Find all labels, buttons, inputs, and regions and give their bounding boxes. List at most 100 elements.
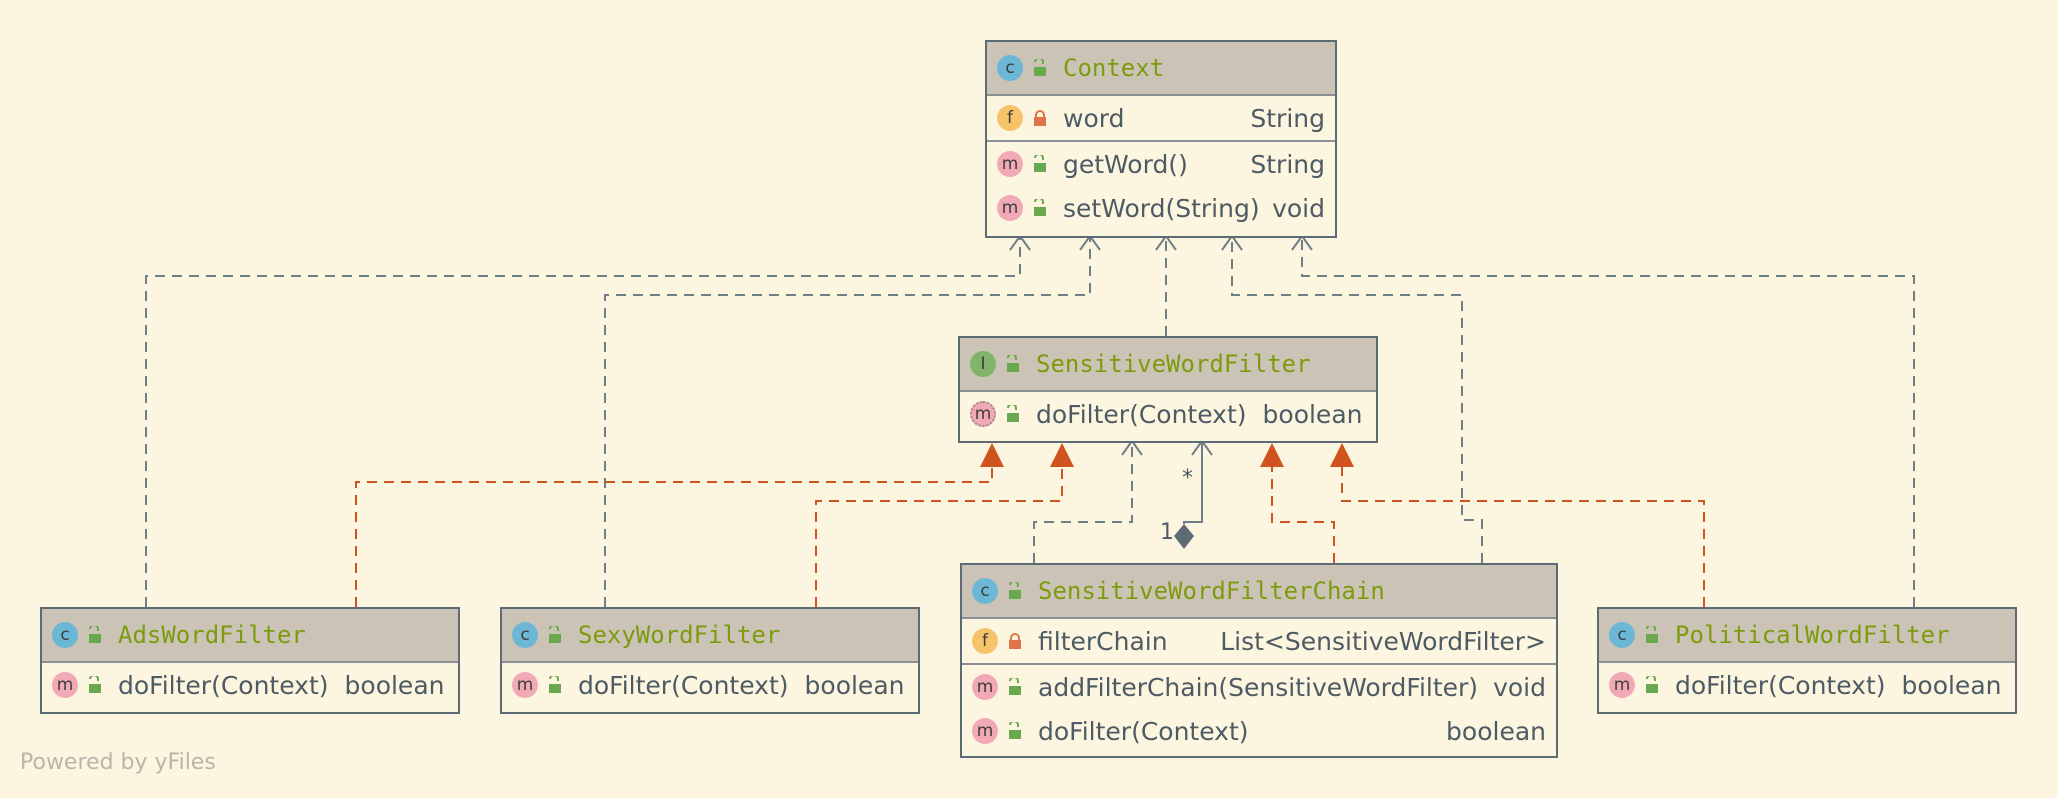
method-return-type: void [1272,193,1325,223]
class-name: SensitiveWordFilter [1036,350,1311,378]
class-name: SensitiveWordFilterChain [1038,577,1385,605]
field-type: String [1250,103,1325,133]
interface-kind-icon: I [970,351,996,377]
class-sensitive-word-filter-chain[interactable]: c SensitiveWordFilterChain f filterChain… [960,563,1558,758]
public-unlock-icon [1009,582,1021,599]
method-row: m addFilterChain(SensitiveWordFilter) vo… [962,665,1556,709]
aggregation-diamond [1174,524,1194,549]
method-row: m doFilter(Context) boolean [962,709,1556,753]
class-ads-word-filter[interactable]: c AdsWordFilter m doFilter(Context) bool… [40,607,460,714]
public-unlock-icon [1034,155,1046,172]
field-type: List<SensitiveWordFilter> [1220,626,1546,656]
method-name: doFilter(Context) [578,670,789,700]
private-lock-icon [1009,633,1021,649]
public-unlock-icon [89,676,101,693]
method-icon: m [52,672,78,698]
method-icon: m [972,718,998,744]
method-name: addFilterChain(SensitiveWordFilter) [1038,672,1479,702]
public-unlock-icon [1009,678,1021,695]
impl-sexy [815,465,1063,607]
multiplicity-one: 1 [1160,520,1174,545]
method-name: getWord() [1063,149,1188,179]
public-unlock-icon [1646,676,1658,693]
realize-head-ads [980,443,1004,467]
dep-ads-to-context [145,238,1021,607]
method-return-type: boolean [1901,670,2002,700]
field-row: f filterChain List<SensitiveWordFilter> [962,619,1556,663]
section-divider [987,140,1335,142]
method-return-type: boolean [1262,399,1363,429]
class-header: c SexyWordFilter [502,609,918,663]
method-row: m doFilter(Context) boolean [960,392,1376,436]
method-name: doFilter(Context) [1675,670,1886,700]
method-return-type: boolean [344,670,445,700]
public-unlock-icon [89,626,101,643]
class-kind-icon: c [972,578,998,604]
method-icon: m [997,195,1023,221]
aggregation-line [1183,443,1203,524]
realize-head-sexy [1050,443,1074,467]
section-divider [962,663,1556,665]
class-name: SexyWordFilter [578,621,781,649]
method-name: doFilter(Context) [1038,716,1249,746]
method-row: m setWord(String) void [987,186,1335,230]
public-unlock-icon [1646,626,1658,643]
public-unlock-icon [1034,59,1046,76]
impl-political [1341,465,1705,607]
class-header: I SensitiveWordFilter [960,338,1376,392]
method-return-type: void [1493,672,1546,702]
field-row: f word String [987,96,1335,140]
method-return-type: boolean [1446,716,1546,746]
public-unlock-icon [1034,199,1046,216]
method-return-type: boolean [804,670,905,700]
watermark: Powered by yFiles [20,750,216,775]
impl-ads [355,465,993,607]
class-name: AdsWordFilter [118,621,306,649]
class-kind-icon: c [52,622,78,648]
method-row: m doFilter(Context) boolean [1599,663,2015,707]
dep-political-to-context [1301,238,1915,607]
method-row: m getWord() String [987,142,1335,186]
public-unlock-icon [1007,355,1019,372]
multiplicity-many: * [1182,466,1193,491]
method-row: m doFilter(Context) boolean [502,663,918,707]
public-unlock-icon [1009,722,1021,739]
method-icon: m [997,151,1023,177]
class-header: c PoliticalWordFilter [1599,609,2015,663]
class-sexy-word-filter[interactable]: c SexyWordFilter m doFilter(Context) boo… [500,607,920,714]
interface-sensitive-word-filter[interactable]: I SensitiveWordFilter m doFilter(Context… [958,336,1378,443]
field-icon: f [997,105,1023,131]
realize-head-political [1330,443,1354,467]
method-return-type: String [1250,149,1325,179]
method-name: setWord(String) [1063,193,1260,223]
impl-chain-a [1271,465,1335,563]
public-unlock-icon [549,626,561,643]
dep-chain-to-swf [1033,443,1133,563]
private-lock-icon [1034,110,1046,126]
class-context[interactable]: c Context f word String m getWord() Stri… [985,40,1337,238]
field-icon: f [972,628,998,654]
class-header: c AdsWordFilter [42,609,458,663]
public-unlock-icon [1007,405,1019,422]
class-kind-icon: c [1609,622,1635,648]
public-unlock-icon [549,676,561,693]
dep-chain-to-context [1231,238,1483,563]
method-icon: m [1609,672,1635,698]
method-name: doFilter(Context) [1036,399,1247,429]
method-icon: m [972,674,998,700]
method-icon: m [512,672,538,698]
field-name: word [1063,103,1125,133]
class-name: Context [1063,54,1165,82]
method-name: doFilter(Context) [118,670,329,700]
class-header: c SensitiveWordFilterChain [962,565,1556,619]
class-political-word-filter[interactable]: c PoliticalWordFilter m doFilter(Context… [1597,607,2017,714]
dep-sexy-to-context [604,238,1091,607]
class-header: c Context [987,42,1335,96]
field-name: filterChain [1038,626,1168,656]
class-name: PoliticalWordFilter [1675,621,1950,649]
class-kind-icon: c [997,55,1023,81]
realize-head-chain [1260,443,1284,467]
class-kind-icon: c [512,622,538,648]
method-row: m doFilter(Context) boolean [42,663,458,707]
